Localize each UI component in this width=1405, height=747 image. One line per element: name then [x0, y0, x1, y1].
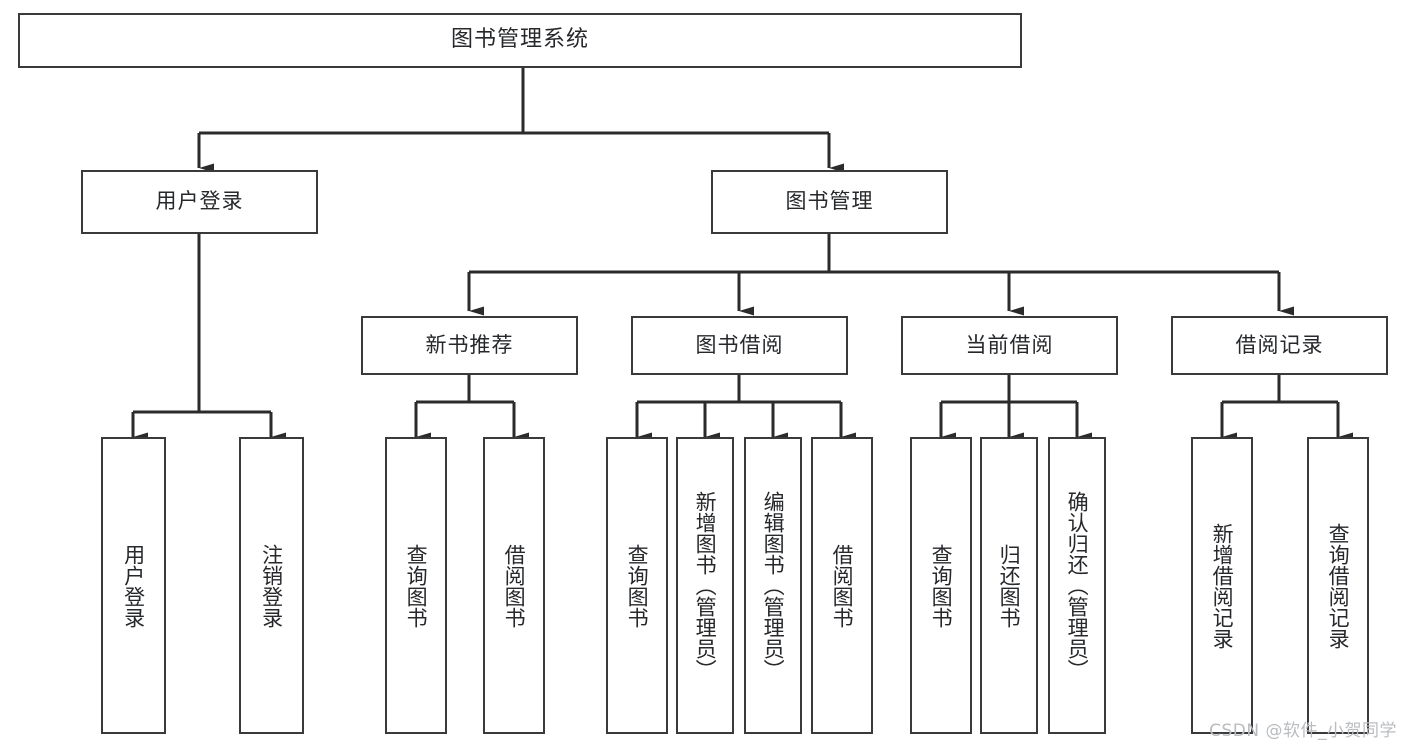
leaf-label: 查询图书 [404, 543, 429, 628]
leaf-label: 借阅图书 [830, 543, 855, 628]
leaf-label: 查询图书 [929, 543, 954, 628]
csdn-watermark: CSDN @软件_小贺同学 [1209, 721, 1397, 741]
leaf-user-login[interactable]: 用户登录 [101, 437, 166, 734]
node-new-book-recommend[interactable]: 新书推荐 [361, 316, 578, 375]
node-borrow-record[interactable]: 借阅记录 [1171, 316, 1388, 375]
leaf-label: 注销登录 [259, 543, 284, 628]
leaf-edit-book[interactable]: 编辑图书（管理员） [744, 437, 802, 734]
leaf-label: 借阅图书 [502, 543, 527, 628]
leaf-query-book-3[interactable]: 查询图书 [910, 437, 972, 734]
leaf-label: 归还图书 [997, 543, 1022, 628]
leaf-query-book-2[interactable]: 查询图书 [606, 437, 668, 734]
node-root[interactable]: 图书管理系统 [18, 13, 1022, 68]
leaf-confirm-return[interactable]: 确认归还（管理员） [1048, 437, 1106, 734]
leaf-label: 新增图书（管理员） [693, 491, 718, 680]
leaf-label: 新增借阅记录 [1210, 522, 1235, 649]
leaf-user-logout[interactable]: 注销登录 [239, 437, 304, 734]
leaf-label: 查询图书 [625, 543, 650, 628]
node-user-login[interactable]: 用户登录 [81, 170, 318, 234]
node-book-manage[interactable]: 图书管理 [711, 170, 948, 234]
node-current-borrow[interactable]: 当前借阅 [901, 316, 1118, 375]
leaf-label: 查询借阅记录 [1326, 522, 1351, 649]
leaf-query-record[interactable]: 查询借阅记录 [1307, 437, 1369, 734]
leaf-label: 用户登录 [121, 543, 146, 628]
node-book-borrow[interactable]: 图书借阅 [631, 316, 848, 375]
leaf-query-book-1[interactable]: 查询图书 [385, 437, 447, 734]
leaf-add-record[interactable]: 新增借阅记录 [1191, 437, 1253, 734]
leaf-borrow-book-1[interactable]: 借阅图书 [483, 437, 545, 734]
leaf-return-book[interactable]: 归还图书 [980, 437, 1038, 734]
leaf-borrow-book-2[interactable]: 借阅图书 [811, 437, 873, 734]
leaf-label: 编辑图书（管理员） [761, 491, 786, 680]
leaf-add-book[interactable]: 新增图书（管理员） [676, 437, 734, 734]
leaf-label: 确认归还（管理员） [1065, 491, 1090, 680]
